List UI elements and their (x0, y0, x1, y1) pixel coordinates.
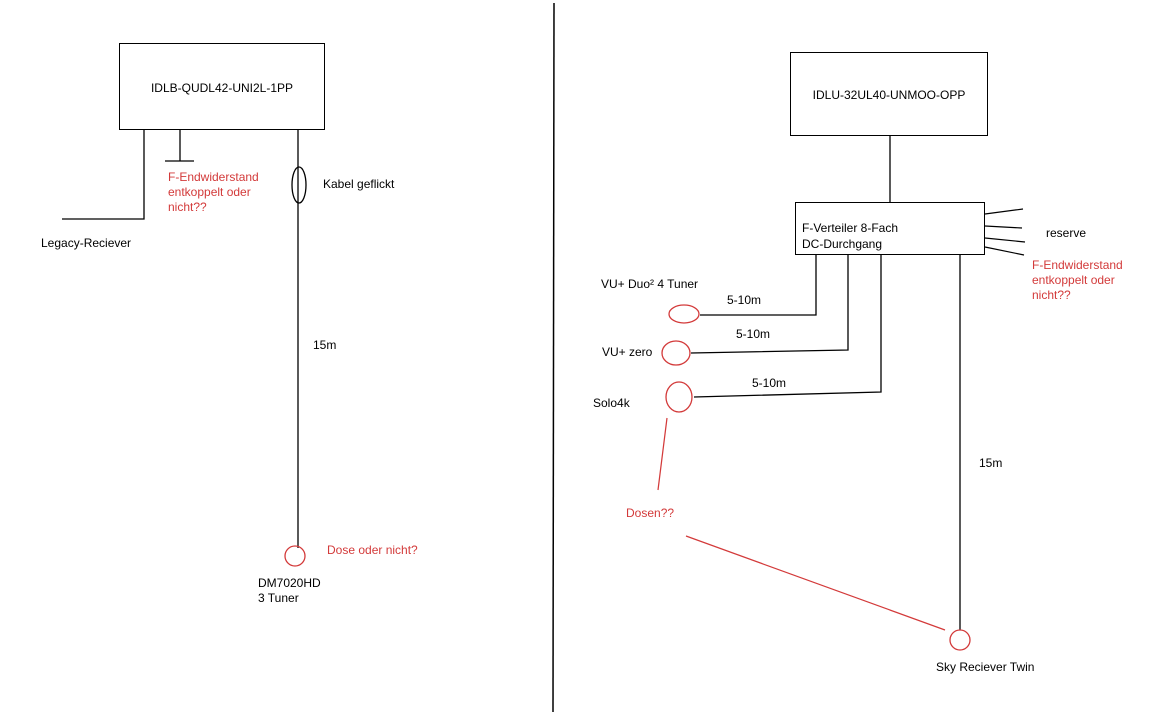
reserve-label: reserve (1046, 226, 1087, 240)
dosen-note: Dosen?? (626, 506, 675, 520)
lnb-box-left: IDLB-QUDL42-UNI2L-1PP (119, 43, 325, 130)
splitter-label-line-1: F-Verteiler 8-Fach (802, 221, 899, 235)
lnb-box-right: IDLU-32UL40-UNMOO-OPP (790, 52, 988, 136)
cable-vu-duo (700, 255, 817, 316)
cable-note: Kabel geflickt (323, 177, 395, 191)
dm7020-tuner: 3 Tuner (258, 591, 299, 605)
dosen-pointer-2 (685, 535, 946, 631)
cable-splice-mark (291, 166, 307, 204)
legacy-cable (62, 130, 145, 220)
terminator-note-left-line-2: entkoppelt oder (168, 185, 251, 199)
terminator-note-right-line-1: F-Endwiderstand (1032, 258, 1123, 272)
dm7020-receiver-label: DM7020HD 3 Tuner (258, 576, 321, 606)
legacy-receiver-label: Legacy-Reciever (41, 236, 132, 250)
dm7020-name: DM7020HD (258, 576, 321, 590)
sky-receiver-label: Sky Reciever Twin (936, 660, 1035, 674)
reserve-line-4 (984, 246, 1025, 256)
terminator-note-left-line-1: F-Endwiderstand (168, 170, 259, 184)
dose-circle-vu-duo (668, 304, 700, 324)
cable-vu-zero (690, 255, 849, 354)
length-left: 15m (313, 338, 337, 352)
dose-circle-sky (949, 629, 971, 651)
len-vu-zero: 5-10m (736, 327, 771, 341)
terminator-note-right-line-2: entkoppelt oder (1032, 273, 1115, 287)
len-sky: 15m (979, 456, 1003, 470)
terminator-note-right-line-3: nicht?? (1032, 288, 1071, 302)
dose-note-left: Dose oder nicht? (327, 543, 418, 557)
vu-zero-label: VU+ zero (602, 345, 653, 359)
dosen-pointer-1 (657, 417, 668, 491)
terminator-note-left: F-Endwiderstand entkoppelt oder nicht?? (168, 170, 259, 215)
vu-duo-label: VU+ Duo² 4 Tuner (601, 277, 699, 291)
center-divider (552, 2, 555, 713)
terminator-note-left-line-3: nicht?? (168, 200, 207, 214)
splitter-label: F-Verteiler 8-Fach DC-Durchgang (802, 220, 898, 252)
lnb-label-right: IDLU-32UL40-UNMOO-OPP (812, 88, 966, 102)
terminator-note-right: F-Endwiderstand entkoppelt oder nicht?? (1032, 258, 1123, 303)
reserve-line-2 (984, 225, 1023, 229)
reserve-line-3 (984, 237, 1026, 243)
solo-label: Solo4k (593, 396, 630, 410)
splitter-box: F-Verteiler 8-Fach DC-Durchgang (795, 202, 985, 255)
dose-circle-left (284, 545, 306, 567)
reserve-line-1 (984, 208, 1024, 215)
splitter-label-line-2: DC-Durchgang (802, 237, 883, 251)
cable-solo (693, 255, 882, 398)
dose-circle-solo (665, 381, 693, 413)
len-solo: 5-10m (752, 376, 787, 390)
lnb-label-left: IDLB-QUDL42-UNI2L-1PP (150, 81, 294, 95)
dose-circle-vu-zero (661, 340, 691, 366)
len-vu-duo: 5-10m (727, 293, 762, 307)
left-wiring (62, 130, 307, 567)
right-wiring (657, 136, 1026, 651)
